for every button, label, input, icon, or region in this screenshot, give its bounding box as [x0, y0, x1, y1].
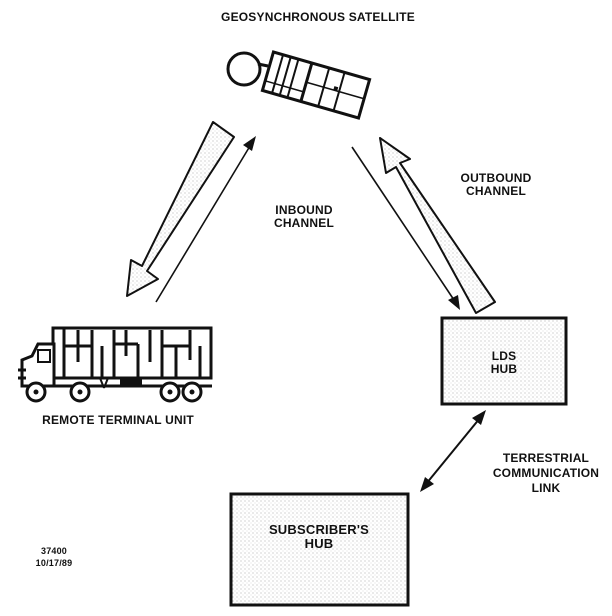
figure-number: 37400 [24, 546, 84, 556]
lds-hub-label: LDS HUB [464, 350, 544, 376]
inbound-channel-label: INBOUND CHANNEL [254, 204, 354, 230]
satellite-label: GEOSYNCHRONOUS SATELLITE [168, 11, 468, 24]
outbound-wide-arrow [380, 138, 495, 313]
remote-terminal-label: REMOTE TERMINAL UNIT [0, 414, 236, 427]
inbound-wide-arrow [127, 122, 234, 296]
truck-icon [18, 328, 212, 401]
terrestrial-link-arrow [420, 410, 486, 492]
terrestrial-link-label: TERRESTRIAL COMMUNICATION LINK [482, 451, 610, 496]
satellite-icon [228, 52, 370, 118]
figure-date: 10/17/89 [24, 558, 84, 568]
subscriber-hub-label: SUBSCRIBER'S HUB [254, 523, 384, 551]
outbound-channel-label: OUTBOUND CHANNEL [436, 172, 556, 198]
